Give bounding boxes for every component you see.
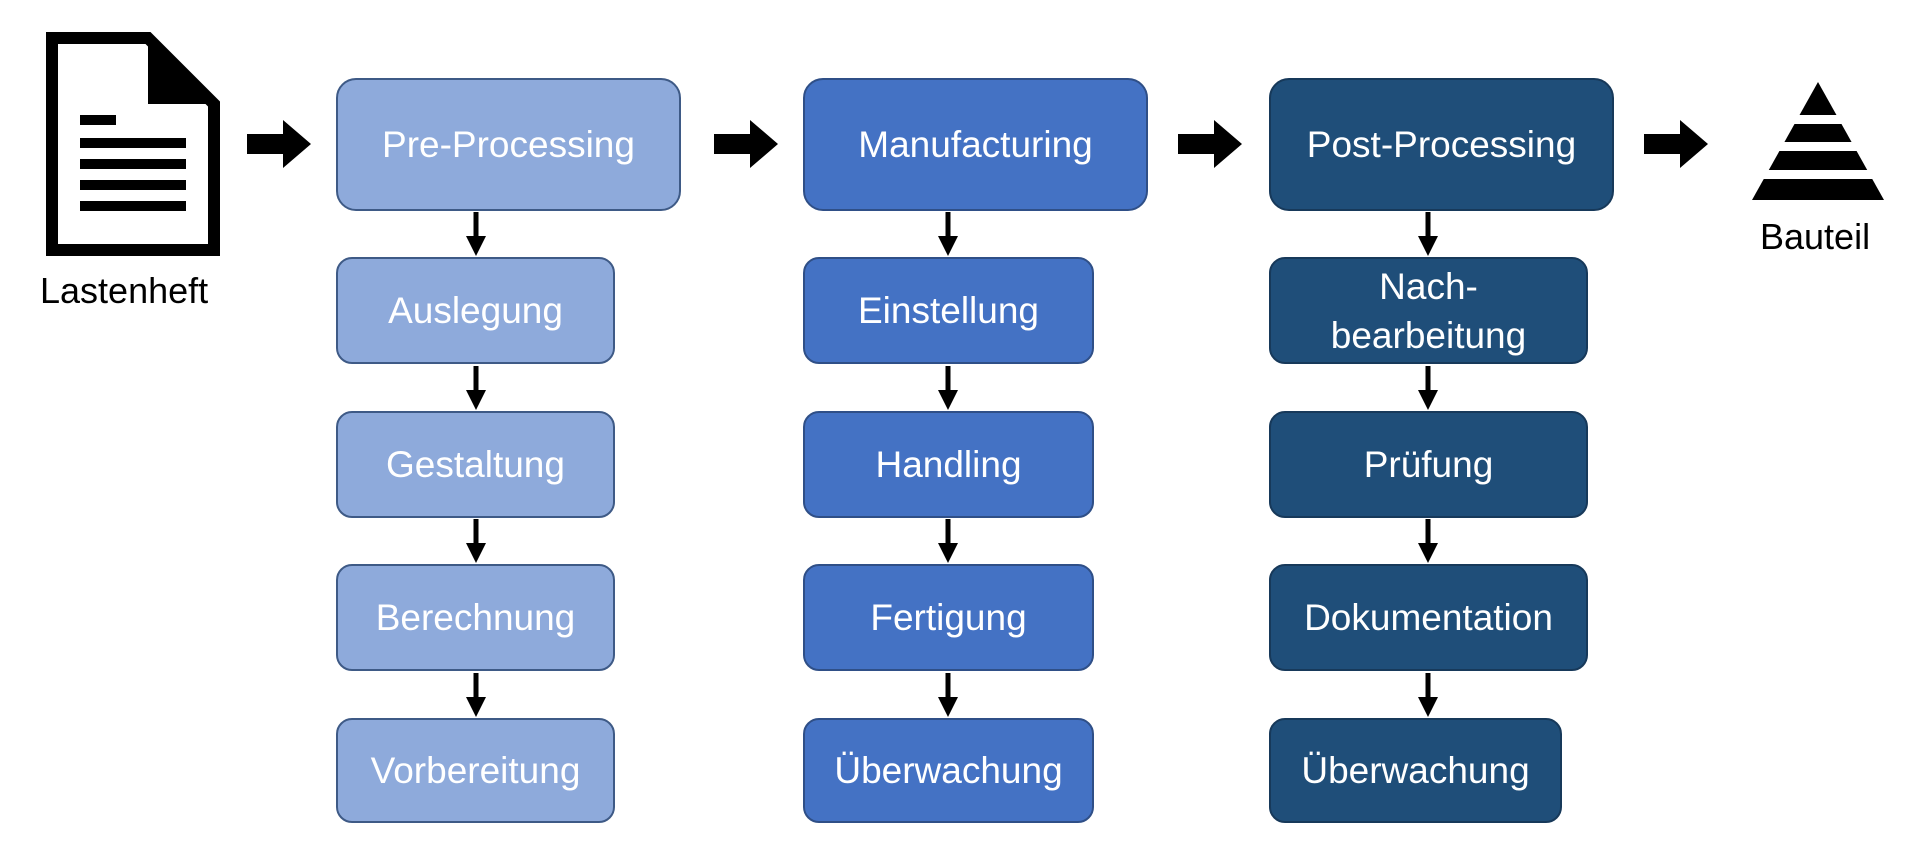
document-icon xyxy=(46,32,220,256)
stage-box-preprocessing: Pre-Processing xyxy=(336,78,681,211)
start-label: Lastenheft xyxy=(40,270,209,311)
end-label: Bauteil xyxy=(1760,216,1871,257)
step-box-dokumentation: Dokumentation xyxy=(1269,564,1588,671)
column-connectors-preprocessing xyxy=(466,212,486,717)
step-box-gestaltung: Gestaltung xyxy=(336,411,615,518)
stage-box-postprocessing: Post-Processing xyxy=(1269,78,1614,211)
step-box-handling: Handling xyxy=(803,411,1094,518)
stage-box-manufacturing: Manufacturing xyxy=(803,78,1148,211)
step-box-ueberwachung-manufacturing: Überwachung xyxy=(803,718,1094,823)
column-connectors-postprocessing xyxy=(1418,212,1438,717)
flow-arrow-preprocessing-to-manufacturing xyxy=(714,120,778,168)
column-connectors-manufacturing xyxy=(938,212,958,717)
flow-arrow-postprocessing-to-part xyxy=(1644,120,1708,168)
step-box-nachbearbeitung: Nach- bearbeitung xyxy=(1269,257,1588,364)
pyramid-icon xyxy=(1740,82,1896,200)
step-box-berechnung: Berechnung xyxy=(336,564,615,671)
flow-arrow-document-to-preprocessing xyxy=(247,120,311,168)
step-box-auslegung: Auslegung xyxy=(336,257,615,364)
step-box-pruefung: Prüfung xyxy=(1269,411,1588,518)
step-box-einstellung: Einstellung xyxy=(803,257,1094,364)
step-box-fertigung: Fertigung xyxy=(803,564,1094,671)
flow-arrow-manufacturing-to-postprocessing xyxy=(1178,120,1242,168)
step-box-vorbereitung: Vorbereitung xyxy=(336,718,615,823)
step-box-ueberwachung-postprocessing: Überwachung xyxy=(1269,718,1562,823)
